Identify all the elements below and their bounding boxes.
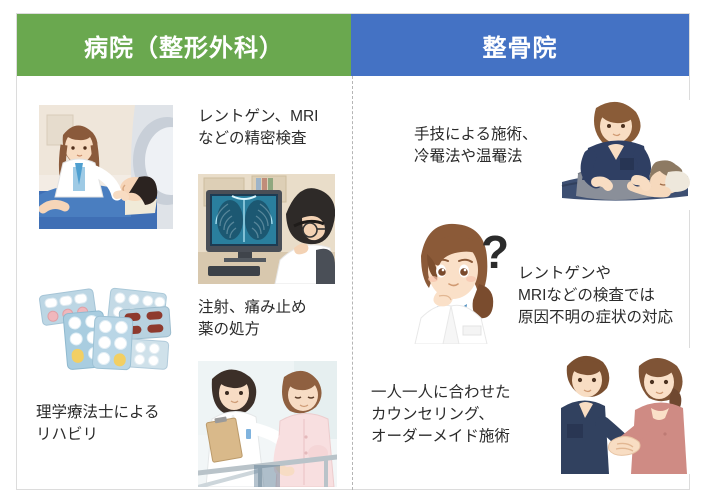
column-divider [352, 76, 353, 490]
chest-xray-monitor-doctor-illustration [198, 174, 335, 284]
hospital-item-injection-text: 注射、痛み止め 薬の処方 [198, 299, 307, 338]
mri-scan-doctor-patient-illustration [39, 105, 173, 229]
manual-therapy-massage-illustration [560, 100, 691, 210]
handshake-therapist-patient-illustration [561, 348, 691, 474]
seikotsuin-item-manual-therapy-text: 手技による施術、 冷罨法や温罨法 [414, 126, 538, 165]
comparison-table: 病院（整形外科） 整骨院 [16, 13, 691, 490]
svg-text:?: ? [481, 226, 509, 278]
column-header-hospital-label: 病院（整形外科） [84, 34, 284, 62]
column-hospital-body: レントゲン、MRI などの精密検査 [17, 76, 352, 490]
hospital-item-rehab-text: 理学療法士による リハビリ [36, 404, 160, 443]
seikotsuin-item-custom-care-text: 一人一人に合わせた カウンセリング、 オーダーメイド施術 [371, 384, 511, 445]
puzzled-doctor-question-mark-illustration: ? [407, 222, 520, 344]
column-seikotsuin-body: 手技による施術、 冷罨法や温罨法 [353, 76, 691, 490]
pill-blister-packs-illustration [33, 286, 172, 374]
column-header-seikotsuin: 整骨院 [351, 14, 689, 76]
column-header-hospital: 病院（整形外科） [17, 14, 351, 76]
column-header-seikotsuin-label: 整骨院 [482, 34, 558, 62]
seikotsuin-item-unknown-cause-text: レントゲンや MRIなどの検査では 原因不明の症状の対応 [518, 265, 674, 326]
table-header-row: 病院（整形外科） 整骨院 [17, 14, 689, 76]
hospital-item-xray-text: レントゲン、MRI などの精密検査 [198, 108, 319, 147]
physical-therapy-parallel-bars-illustration [198, 361, 337, 487]
